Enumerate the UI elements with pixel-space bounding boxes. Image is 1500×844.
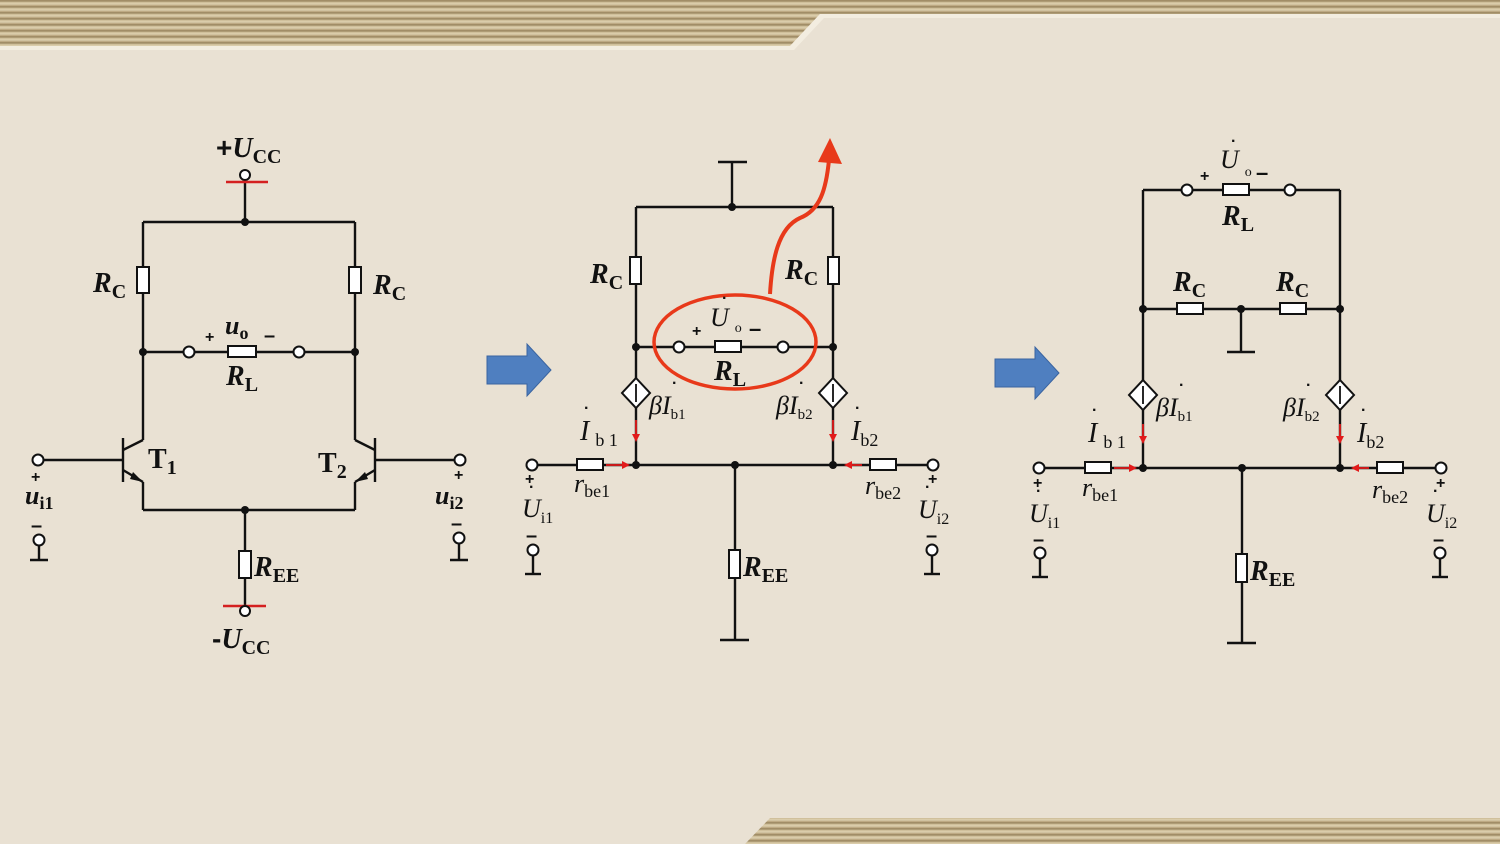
transistor-t2-symbol [353,438,458,510]
rl-label: RL [225,361,258,396]
rc-right-label: RC [372,270,406,305]
svg-text:·: · [722,290,727,307]
ui2-plus-3: + [1436,475,1445,492]
right-arrow-icon [994,345,1060,401]
svg-text:·: · [672,375,677,392]
rc-left-resistor [136,266,150,294]
rbe1-label: rbe1 [574,469,610,501]
ree-label: REE [253,552,299,587]
circuit-1-transistor-amplifier: +UCC -UCC RC RC RL REE + uo – T1 T2 + ui… [25,132,468,659]
svg-text:·: · [1092,402,1097,419]
top-band [0,0,1500,50]
bottom-band [745,818,1500,844]
vee-label: -UCC [212,623,270,659]
ree-resistor [238,550,252,579]
svg-text:·: · [799,375,804,392]
uo-plus-2: + [692,323,701,340]
ui2-label: ui2 [435,481,463,513]
ui2-minus-2: – [926,525,937,547]
highlight-arrow-icon [768,159,831,295]
source-1-label-3: βIb1 [1155,393,1193,425]
rc-right-label-3: RC [1275,267,1309,302]
svg-text:·: · [1179,377,1184,394]
rc-left-label: RC [92,268,126,303]
t2-label: T2 [318,448,347,483]
vcc-terminal [239,169,251,181]
source-2-label: βIb2 [775,391,813,423]
ui1-minus: – [31,515,42,537]
ui1-label-2: Ui1 [522,494,553,527]
ui2-plus-2: + [928,471,937,488]
ree-label-3: REE [1249,556,1295,591]
ui2-terminal [453,453,467,467]
ui1-minus-3: – [1033,529,1044,551]
svg-text:·: · [855,400,860,417]
source-2-label-3: βIb2 [1282,393,1320,425]
svg-text:·: · [1036,483,1041,500]
ui1-label: ui1 [25,481,53,513]
right-arrow-icon [486,342,552,398]
ui1-minus-2: – [526,525,537,547]
ui1-plus-3: + [1033,475,1042,492]
ib2-label: Ib2 [850,416,878,450]
source-1-label: βIb1 [648,391,686,423]
svg-text:·: · [529,479,534,496]
svg-text:·: · [584,400,589,417]
rc-left-label-3: RC [1172,267,1206,302]
svg-text:·: · [1231,133,1236,150]
output-highlight-ellipse [652,293,818,391]
rbe2-label: rbe2 [865,471,901,503]
uo-plus-3: + [1200,168,1209,185]
vcc-label: +UCC [216,132,281,168]
rc-left-label-2: RC [589,259,623,294]
ib2-label-3: Ib2 [1356,418,1384,452]
svg-text:·: · [1433,483,1438,500]
ui1-plus: + [31,469,40,486]
ui2-label-2: Ui2 [918,495,949,528]
rl-label-3: RL [1221,201,1254,236]
ui2-plus: + [454,467,463,484]
ui2-label-3: Ui2 [1426,499,1457,532]
uo-plus: + [205,329,214,346]
ui2-minus: – [451,513,462,535]
uo-minus-2: – [749,316,761,341]
rc-right-label-2: RC [784,255,818,290]
uo-minus: – [264,325,275,347]
rl-label-2: RL [713,356,746,391]
rl-resistor [227,345,257,358]
ui2-minus-3: – [1433,529,1444,551]
rbe1-label-3: rbe1 [1082,473,1118,505]
ui1-terminal [31,453,45,467]
rbe2-label-3: rbe2 [1372,475,1408,507]
ui1-plus-2: + [525,471,534,488]
svg-text:·: · [1306,377,1311,394]
ui1-label-3: Ui1 [1029,499,1060,532]
transistor-t1-symbol [40,438,145,510]
uo-label: uo [225,311,248,343]
svg-text:·: · [1361,402,1366,419]
rc-right-resistor [348,266,362,294]
ree-label-2: REE [742,552,788,587]
t1-label: T1 [148,444,177,479]
svg-text:·: · [925,479,930,496]
uo-minus-3: – [1256,160,1268,185]
